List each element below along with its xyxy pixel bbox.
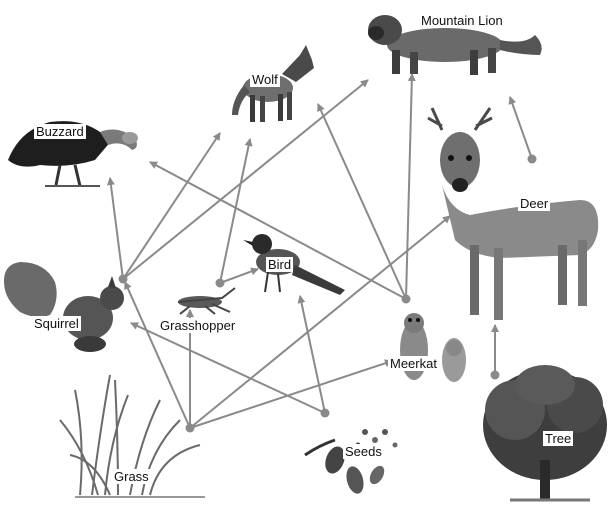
arrow-deer-to-mountain-lion [508,96,533,160]
arrow-meerkat-to-buzzard [149,161,407,300]
tree-icon [483,365,607,502]
source-dot-tree [490,370,500,380]
label-squirrel: Squirrel [32,316,81,331]
label-mountain-lion: Mountain Lion [419,13,505,28]
arrow-seeds-to-bird [297,295,326,414]
arrow-grass-to-deer [189,215,451,429]
label-deer: Deer [518,196,551,211]
arrow-meerkat-to-mountain-lion [405,73,416,300]
label-grass: Grass [112,469,151,484]
label-seeds: Seeds [343,444,384,459]
deer-icon [427,107,599,320]
seeds-icon [304,429,398,494]
label-tree: Tree [543,431,574,446]
label-meerkat: Meerkat [388,356,439,371]
grasshopper-icon [177,287,236,315]
arrow-layer [106,73,537,433]
arrow-grass-to-squirrel [124,281,191,429]
label-grasshopper: Grasshopper [158,318,238,333]
bird-icon [243,234,345,295]
label-wolf: Wolf [250,72,280,87]
mountain-lion-icon [368,15,542,75]
arrow-squirrel-to-buzzard [106,177,124,280]
arrow-grasshopper-to-bird [219,267,259,284]
label-buzzard: Buzzard [34,124,86,139]
meerkat-icon [400,313,466,382]
arrow-squirrel-to-wolf [122,132,221,280]
arrow-seeds-to-squirrel [130,322,326,414]
wolf-icon [232,45,314,122]
squirrel-icon [4,262,124,352]
label-bird: Bird [266,257,294,272]
arrow-meerkat-to-wolf [317,103,407,300]
arrow-grass-to-meerkat [189,359,393,429]
arrow-grasshopper-to-wolf [219,138,253,284]
arrow-squirrel-to-mountain-lion [122,79,369,280]
source-dot-deer [527,154,537,164]
